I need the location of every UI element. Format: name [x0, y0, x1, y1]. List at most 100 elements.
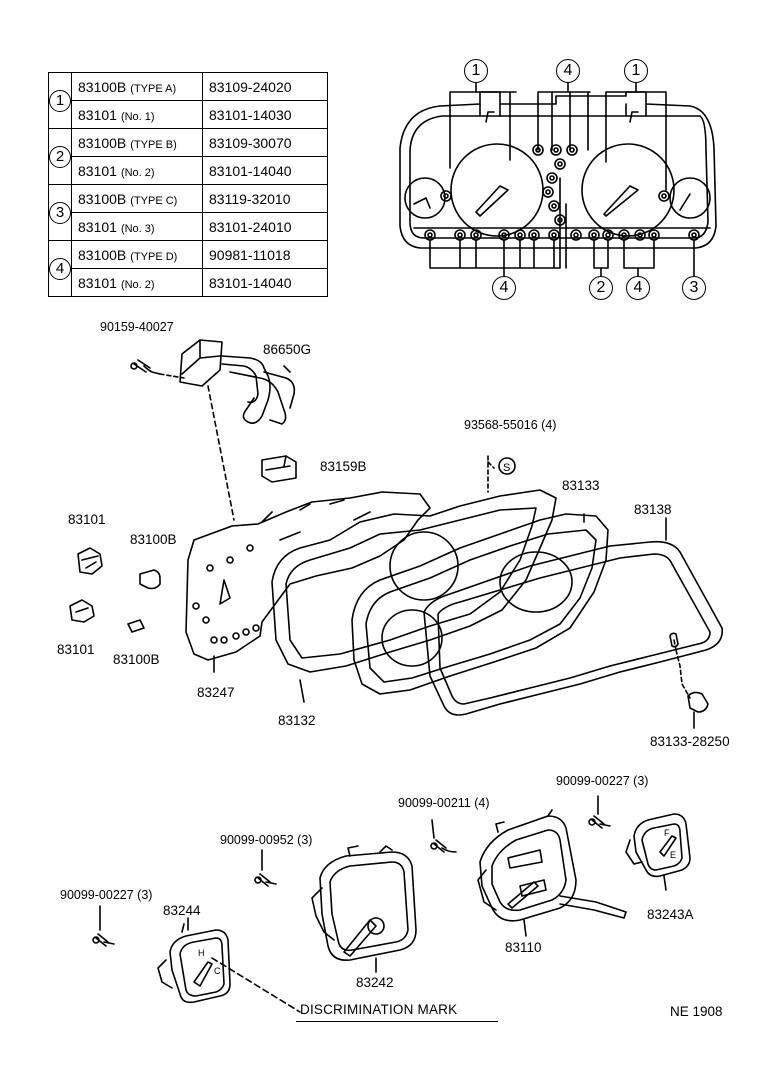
tachometer-83242 [311, 845, 417, 973]
group-number: 4 [49, 257, 71, 280]
part-cell: 83100B(TYPE D) [71, 240, 203, 269]
glass-83138 [423, 517, 723, 716]
group-number: 3 [49, 201, 71, 224]
label-plate: 83247 [197, 685, 235, 700]
label-mask: 83133 [562, 478, 600, 493]
label-case: 83132 [278, 713, 316, 728]
callout-bottom-2: 2 [589, 276, 613, 300]
label-screw-fuel: 90099-00227 (3) [556, 774, 649, 788]
bulb-socket-center [443, 193, 449, 199]
part-number-cell: 83119-32010 [202, 184, 328, 213]
bulb-socket-center [501, 232, 507, 238]
group-number: 1 [49, 89, 71, 112]
fuel-e-mark: E [670, 850, 676, 860]
label-bulb-b: 83100B [113, 652, 160, 667]
part-cell: 83100B(TYPE C) [71, 184, 203, 213]
callout-top-center: 4 [556, 59, 580, 83]
fuel-gauge-83243A [625, 813, 691, 891]
bulb-socket-center [545, 189, 551, 195]
bulb-socket [546, 172, 558, 184]
part-code: 83100B [78, 78, 127, 95]
speedometer-83110 [477, 809, 627, 937]
figure-code: NE 1908 [670, 1004, 723, 1019]
discrimination-mark-label: DISCRIMINATION MARK [300, 1002, 458, 1017]
bulb-socket-center [691, 232, 697, 238]
bulb-socket-center [573, 232, 579, 238]
gauge-screws [92, 795, 611, 947]
bulb-socket-center [621, 232, 627, 238]
part-number-cell: 83101-14040 [202, 268, 328, 297]
label-socket-a: 83101 [68, 512, 106, 527]
bulb-socket-center [531, 232, 537, 238]
variant-row: 83101(No. 1)83101-14030 [49, 100, 328, 129]
part-code: 83101 [78, 106, 117, 123]
bulb-socket-center [517, 232, 523, 238]
discrimination-underline [296, 1021, 498, 1022]
callout-top-right: 1 [624, 59, 648, 83]
s-screw [487, 455, 516, 493]
part-note: (TYPE D) [130, 250, 178, 263]
part-code: 83101 [78, 162, 117, 179]
part-cell: 83100B(TYPE B) [71, 128, 203, 157]
group-number: 2 [49, 145, 71, 168]
bulb-socket-center [605, 232, 611, 238]
label-temp-gauge: 83244 [163, 903, 201, 918]
part-number-cell: 83101-14040 [202, 156, 328, 185]
label-tachometer: 83242 [356, 975, 394, 990]
variant-row: 83101(No. 2)83101-14040 [49, 156, 328, 185]
bulb-socket-center [551, 232, 557, 238]
bulb-socket-center [427, 232, 433, 238]
callout-bottom-3: 3 [682, 276, 706, 300]
part-cell: 83101(No. 1) [71, 100, 203, 129]
bulb-socket-center [549, 175, 555, 181]
part-code: 83100B [78, 190, 127, 207]
bulbs-sockets [69, 547, 161, 633]
part-cell: 83101(No. 2) [71, 268, 203, 297]
bulb-socket [566, 144, 578, 156]
bulb-socket-center [591, 232, 597, 238]
group-cell: 2 [48, 128, 72, 185]
bulb-socket-center [557, 161, 563, 167]
case-83132 [271, 489, 557, 703]
part-cell: 83101(No. 2) [71, 156, 203, 185]
part-number-cell: 83109-24020 [202, 72, 328, 101]
part-note: (No. 1) [120, 110, 155, 123]
callout-top-left: 1 [464, 59, 488, 83]
temp-h-mark: H [198, 948, 205, 958]
part-note: (TYPE C) [130, 194, 178, 207]
knob-83133-28250 [669, 632, 709, 729]
bulb-socket-center [651, 232, 657, 238]
bulb-socket [658, 190, 670, 202]
harness-86650G [130, 339, 296, 521]
bulb-socket-center [551, 203, 557, 209]
part-note: (TYPE B) [130, 138, 177, 151]
fuel-f-mark: F [664, 828, 670, 838]
label-bulb-a: 83100B [130, 532, 177, 547]
label-screw-top: 90159-40027 [100, 320, 174, 334]
label-clip: 83159B [320, 459, 367, 474]
part-note: (TYPE A) [130, 82, 177, 95]
label-screw-temp: 90099-00227 (3) [60, 888, 153, 902]
callout-bottom-4b: 4 [626, 276, 650, 300]
part-code: 83100B [78, 246, 127, 263]
part-code: 83101 [78, 274, 117, 291]
bulb-socket [440, 190, 452, 202]
label-screw-s: 93568-55016 (4) [464, 418, 557, 432]
variant-row: 83101(No. 2)83101-14040 [49, 268, 328, 297]
bulb-socket-center [661, 193, 667, 199]
part-code: 83101 [78, 218, 117, 235]
variant-row: 1 83100B(TYPE A) 83109-24020 [48, 72, 328, 129]
label-fuel-gauge: 83243A [647, 907, 694, 922]
part-code: 83100B [78, 134, 127, 151]
bulb-socket-center [637, 232, 643, 238]
bulb-socket [634, 229, 646, 241]
s-screw-mark: S [503, 462, 510, 474]
bulb-socket [550, 144, 562, 156]
part-number-cell: 83101-14030 [202, 100, 328, 129]
